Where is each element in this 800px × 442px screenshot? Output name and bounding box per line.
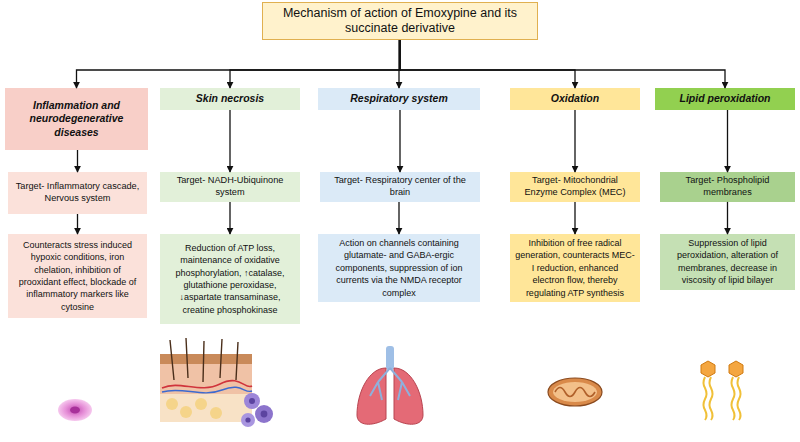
node-text: Oxidation bbox=[515, 92, 635, 105]
fat-lobule bbox=[210, 407, 222, 419]
node-text: Target- NADH-Ubiquinone system bbox=[165, 175, 295, 199]
arrow-connector bbox=[229, 110, 230, 172]
cell-blob bbox=[58, 399, 92, 421]
node-text: Counteracts stress induced hypoxic condi… bbox=[13, 239, 142, 313]
lipid-tail bbox=[732, 377, 735, 420]
target-box: Target- Inflammatory cascade, Nervous sy… bbox=[8, 172, 147, 214]
fat-lobule bbox=[166, 398, 178, 410]
fat-lobule bbox=[195, 398, 207, 410]
blood-vessel bbox=[162, 387, 252, 393]
category-box: Skin necrosis bbox=[160, 88, 300, 110]
target-box: Target- Mitochondrial Enzyme Complex (ME… bbox=[510, 172, 640, 202]
category-box: Oxidation bbox=[510, 88, 640, 110]
node-text: Mechanism of action of Emoxypine and its… bbox=[268, 6, 532, 36]
cell-blob-illustration bbox=[58, 399, 92, 421]
node-text: Target- Phospholipid membranes bbox=[665, 175, 790, 199]
necrotic-cell bbox=[244, 393, 260, 409]
node-text: Target- Respiratory center of the brain bbox=[325, 175, 475, 199]
lipid-tail bbox=[710, 377, 713, 420]
hair-strands bbox=[170, 338, 238, 382]
trachea bbox=[386, 346, 394, 370]
cell-nucleus bbox=[261, 411, 268, 418]
description-box: Counteracts stress induced hypoxic condi… bbox=[8, 234, 147, 318]
phospholipid-head bbox=[701, 361, 715, 377]
mitochondrion-inner bbox=[553, 382, 597, 402]
arrow-connector bbox=[230, 40, 400, 88]
blood-vessel bbox=[162, 381, 252, 388]
node-text: Respiratory system bbox=[323, 92, 475, 105]
fat-lobule bbox=[180, 406, 192, 418]
skin-fat-layer bbox=[160, 394, 252, 422]
node-text: Suppression of lipid peroxidation, alter… bbox=[665, 237, 790, 287]
skin-illustration bbox=[160, 338, 273, 427]
arrow-connector bbox=[398, 202, 399, 234]
node-text: Target- Inflammatory cascade, Nervous sy… bbox=[13, 181, 142, 205]
phospholipid-illustration bbox=[701, 361, 743, 420]
cristae bbox=[555, 388, 595, 397]
bronchi bbox=[370, 368, 410, 400]
arrow-connector bbox=[400, 40, 725, 88]
lipid-tail bbox=[704, 377, 707, 420]
arrow-connector bbox=[727, 202, 728, 234]
mitochondrion-illustration bbox=[548, 378, 602, 406]
node-text: Inflammation and neurodegenerative disea… bbox=[10, 99, 143, 138]
description-box: Reduction of ATP loss, maintenance of ox… bbox=[160, 234, 300, 324]
target-box: Target- Respiratory center of the brain bbox=[320, 172, 480, 202]
arrow-connector bbox=[229, 202, 230, 234]
target-box: Target- NADH-Ubiquinone system bbox=[160, 172, 300, 202]
description-box: Inhibition of free radical generation, c… bbox=[510, 234, 640, 302]
description-box: Action on channels containing glutamate-… bbox=[318, 234, 480, 302]
title-box: Mechanism of action of Emoxypine and its… bbox=[262, 2, 538, 40]
node-text: Reduction of ATP loss, maintenance of ox… bbox=[165, 242, 295, 316]
lipid-tail bbox=[738, 377, 741, 420]
cell-nucleus bbox=[70, 407, 80, 414]
category-box: Inflammation and neurodegenerative disea… bbox=[5, 88, 148, 150]
node-text: Inhibition of free radical generation, c… bbox=[515, 237, 635, 299]
arrow-connector bbox=[77, 214, 78, 234]
arrow-connector bbox=[77, 150, 78, 172]
target-box: Target- Phospholipid membranes bbox=[660, 172, 795, 202]
mitochondrion-outer bbox=[548, 378, 602, 406]
node-text: Target- Mitochondrial Enzyme Complex (ME… bbox=[515, 175, 635, 199]
arrow-connector bbox=[727, 110, 728, 172]
necrotic-cell bbox=[255, 405, 273, 423]
category-box: Respiratory system bbox=[318, 88, 480, 110]
necrotic-cell bbox=[241, 413, 255, 427]
arrow-connector bbox=[398, 40, 399, 88]
arrow-connector bbox=[77, 40, 401, 88]
lungs-illustration bbox=[357, 346, 423, 424]
node-text: Skin necrosis bbox=[165, 92, 295, 105]
cell-nucleus bbox=[245, 417, 250, 422]
cell-nucleus bbox=[249, 398, 255, 404]
arrow-connector bbox=[574, 202, 575, 234]
node-text: Action on channels containing glutamate-… bbox=[323, 237, 475, 299]
arrow-connector bbox=[400, 40, 575, 88]
category-box: Lipid peroxidation bbox=[655, 88, 795, 110]
arrow-connector bbox=[574, 110, 575, 172]
arrow-connector bbox=[399, 110, 400, 172]
node-text: Lipid peroxidation bbox=[660, 92, 790, 105]
phospholipid-head bbox=[729, 361, 743, 377]
description-box: Suppression of lipid peroxidation, alter… bbox=[660, 234, 795, 290]
skin-epidermis bbox=[160, 354, 252, 364]
